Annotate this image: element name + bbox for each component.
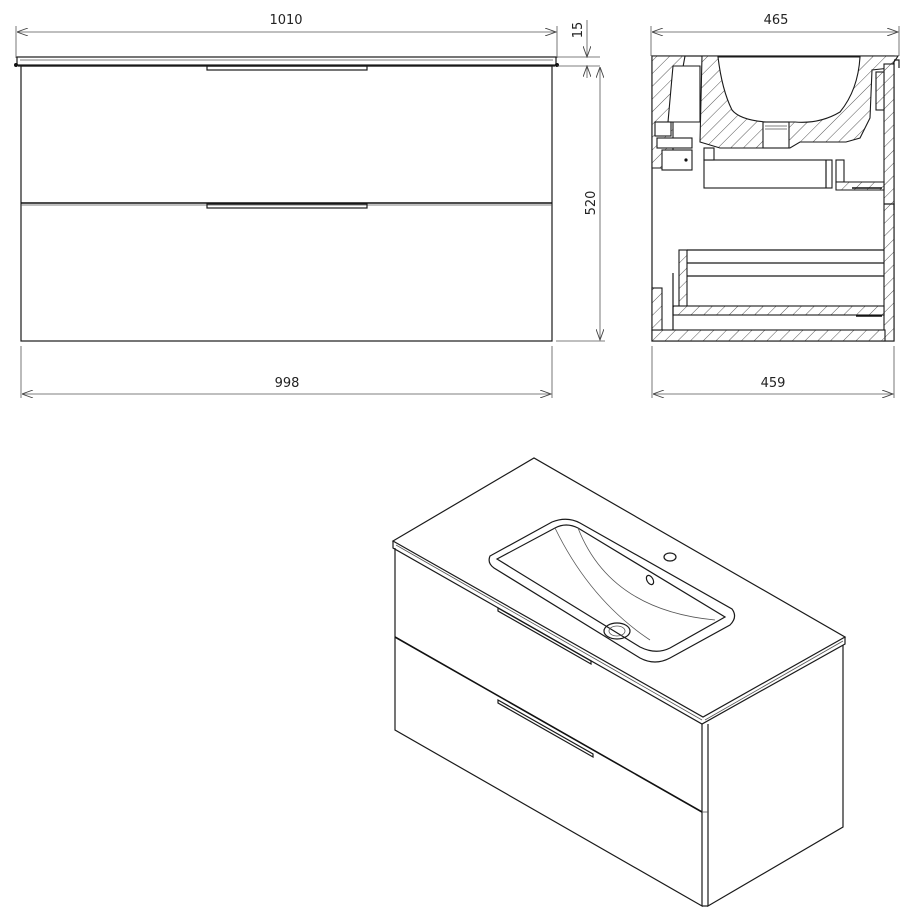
iso-basin-inner [495,524,727,652]
dimension-label-15: 15 [571,22,586,39]
dimension-top-thickness: 15 [557,20,600,78]
front-view: 1010 15 [14,13,605,398]
basin-bowl [717,56,861,123]
iso-basin-rim [488,518,736,663]
upper-drawer-handle [206,65,368,71]
dimension-label-520: 520 [584,191,599,216]
siphon-box [703,159,833,189]
iso-overflow [645,574,655,586]
front-lower-panel [651,287,663,331]
dimension-label-998: 998 [275,376,300,391]
iso-countertop [391,457,847,718]
iso-drain [603,622,631,640]
iso-tap-hole [663,552,677,562]
dimension-label-1010: 1010 [269,13,302,28]
lower-drawer-handle [206,203,368,209]
dimension-cabinet-height: 520 [556,67,605,342]
lower-drawer-section [672,249,885,330]
iso-drawer-division [394,636,703,813]
iso-upper-handle [497,606,592,666]
dimension-label-465: 465 [764,13,789,28]
side-section: 465 [650,13,900,398]
dimension-top-width: 1010 [15,13,558,58]
cabinet-bottom [651,329,886,342]
dimension-label-459: 459 [761,376,786,391]
dimension-cabinet-width: 998 [20,346,553,398]
back-wall-section [883,63,895,342]
dimension-top-depth: 465 [650,13,900,56]
dimension-cabinet-depth: 459 [651,346,895,398]
front-cabinet [20,65,553,342]
iso-lower-handle [497,698,594,759]
isometric-view [391,457,847,908]
